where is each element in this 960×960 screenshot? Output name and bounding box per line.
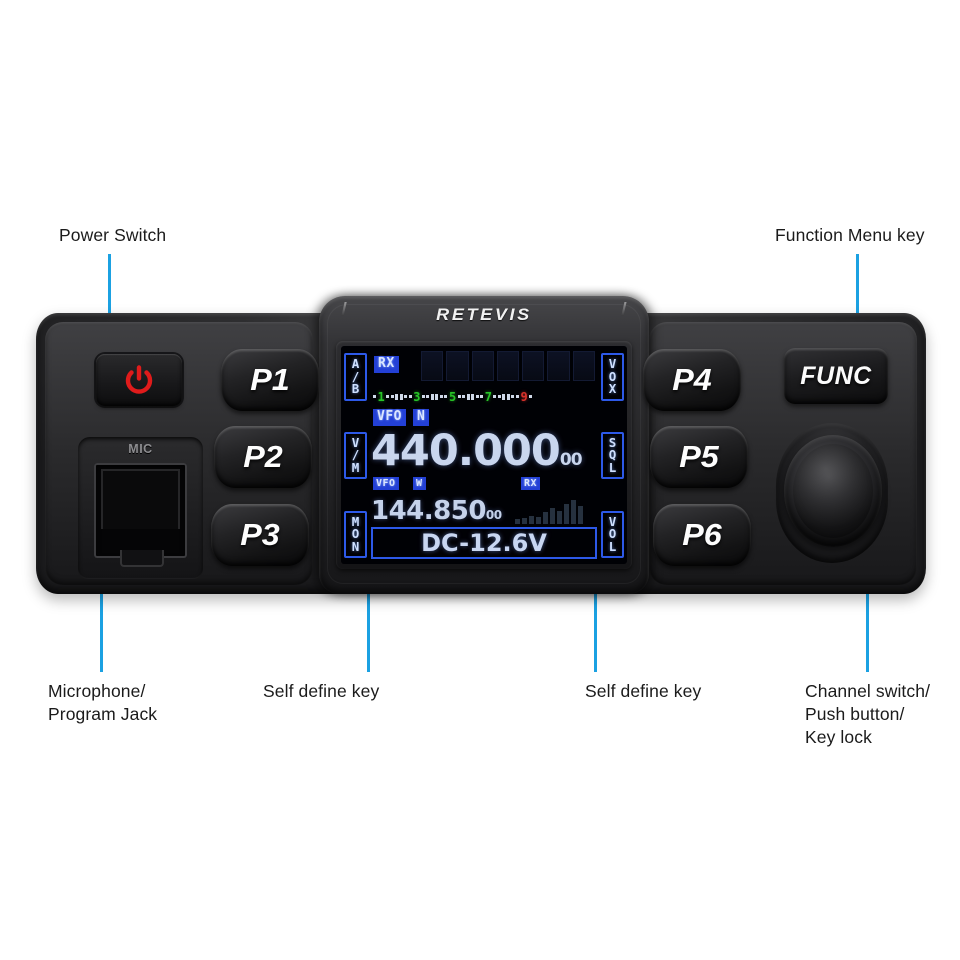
button-p5[interactable]: P5 — [650, 426, 748, 488]
button-p6[interactable]: P6 — [653, 504, 751, 566]
button-p4[interactable]: P4 — [643, 349, 741, 411]
button-p5-label: P5 — [679, 439, 719, 474]
lcd-vfo-a-frequency-value: 440.000 — [371, 426, 561, 476]
lcd-rx-row: RX — [374, 352, 399, 373]
button-p1[interactable]: P1 — [221, 349, 319, 411]
lcd-vfo-a-frequency: 440.00000 — [371, 428, 597, 483]
lcd-vfo-a-badges: VFO N — [373, 409, 430, 426]
callout-label-microphone: Microphone/ Program Jack — [48, 681, 158, 724]
lcd-vfo-b-frequency: 144.85000 — [371, 497, 502, 529]
lcd-voltage-value: DC-12.6V — [421, 529, 547, 557]
radio-front-panel: RETEVIS MIC P1 P2 P3 P4 P5 P6 FUNC — [36, 296, 926, 594]
function-menu-button[interactable]: FUNC — [784, 348, 888, 404]
callout-label-channel-switch: Channel switch/ Push button/ Key lock — [805, 681, 931, 747]
callout-label-self-define-right: Self define key — [585, 681, 702, 701]
mic-label: MIC — [128, 442, 153, 456]
lcd-vfo-b-mode-badge: VFO — [373, 477, 399, 490]
lcd-softkey-vm[interactable]: V/M — [344, 431, 367, 480]
lcd-vfo-a-width-badge: N — [412, 409, 430, 426]
lcd-vfo-a-mode-badge: VFO — [373, 409, 406, 426]
lcd-vfo-b-frequency-decimals: 00 — [485, 508, 502, 522]
function-menu-button-label: FUNC — [800, 361, 872, 390]
smeter-label-3: 3 — [413, 389, 421, 404]
button-p2-label: P2 — [243, 439, 283, 474]
lcd-vfo-b-badges: VFO W RX — [373, 477, 595, 492]
lcd-inactive-segments — [421, 351, 595, 385]
callout-line-microphone — [100, 560, 103, 672]
brand-logo-text: RETEVIS — [436, 305, 532, 324]
lcd-vfo-b-bargraph — [515, 498, 593, 524]
button-p2[interactable]: P2 — [214, 426, 312, 488]
rj45-jack-icon — [94, 463, 187, 567]
smeter-label-9: 9 — [520, 389, 528, 404]
callout-label-power-switch: Power Switch — [59, 225, 167, 245]
brand-logo: RETEVIS — [309, 302, 659, 325]
power-switch-button[interactable] — [96, 354, 182, 406]
channel-switch-knob[interactable] — [784, 435, 882, 547]
callout-line-power-switch — [108, 254, 111, 370]
smeter-label-1: 1 — [377, 389, 385, 404]
lcd-signal-meter-scale: 1 3 5 7 9 — [373, 390, 595, 403]
button-p4-label: P4 — [672, 362, 712, 397]
lcd-softkey-ab[interactable]: A/B — [344, 353, 367, 401]
microphone-program-jack[interactable]: MIC — [78, 437, 203, 579]
smeter-label-7: 7 — [484, 389, 492, 404]
lcd-vfo-a-frequency-decimals: 00 — [559, 450, 583, 470]
lcd-vfo-b-frequency-value: 144.850 — [371, 496, 486, 526]
callout-line-function-menu — [856, 254, 859, 370]
button-p3-label: P3 — [240, 517, 280, 552]
smeter-label-5: 5 — [448, 389, 457, 404]
lcd-status-rx-badge: RX — [374, 356, 399, 373]
lcd-main-area: RX 1 3 5 7 — [371, 346, 597, 564]
button-p3[interactable]: P3 — [211, 504, 309, 566]
lcd-voltage-readout: DC-12.6V — [371, 527, 597, 559]
button-p6-label: P6 — [682, 517, 722, 552]
lcd-vfo-b-status-badge: RX — [521, 477, 541, 490]
button-p1-label: P1 — [250, 362, 290, 397]
callout-label-function-menu: Function Menu key — [775, 225, 925, 245]
power-icon — [125, 365, 153, 394]
lcd-vfo-b-width-badge: W — [413, 477, 426, 490]
callout-label-self-define-left: Self define key — [263, 681, 380, 701]
